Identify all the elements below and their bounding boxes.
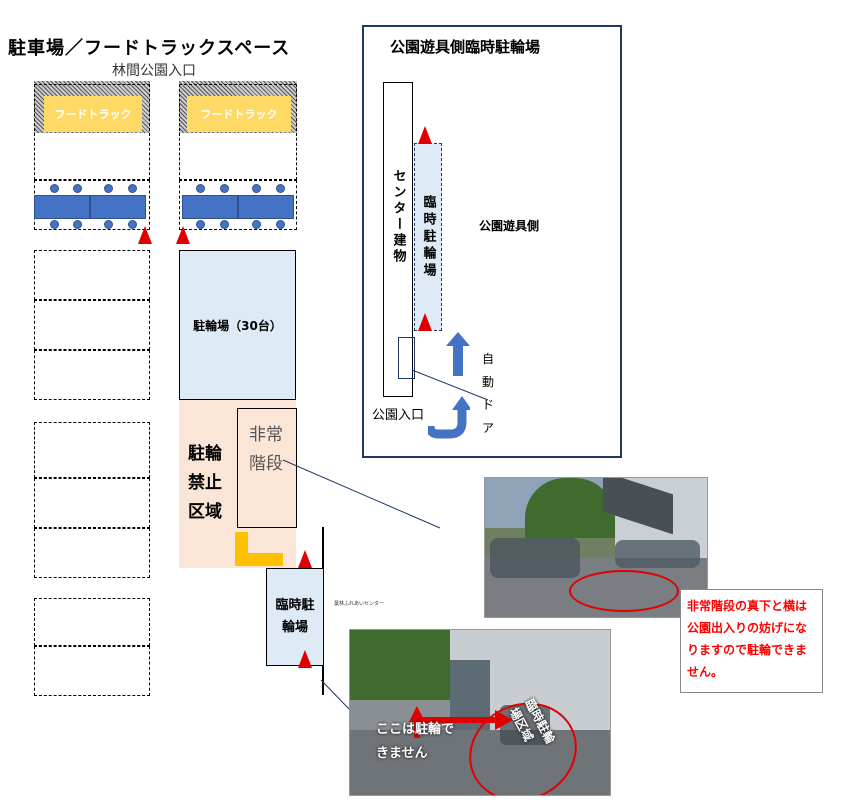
map-title: 駐車場／フードトラックスペース	[8, 38, 291, 59]
chair	[50, 220, 59, 229]
no-parking-label: 駐輪禁止区域	[188, 444, 222, 522]
entrance-marker	[138, 226, 152, 244]
chair	[276, 184, 285, 193]
parking-stall	[179, 84, 297, 180]
arrow-up-icon	[446, 332, 470, 376]
picnic-table	[90, 195, 146, 219]
yellow-l-marker	[235, 553, 283, 566]
picnic-table	[182, 195, 238, 219]
inset-temp-bike-parking-label: 臨時駐輪場	[420, 194, 436, 280]
playground-side-label: 公園遊具側	[479, 219, 540, 233]
photo-emergency-stairs	[484, 477, 708, 618]
picnic-table	[238, 195, 294, 219]
photo-bikes	[615, 540, 700, 568]
auto-door-label: 自動ドア	[482, 352, 495, 435]
chair	[128, 184, 137, 193]
parking-stall	[34, 598, 150, 646]
bike-parking-label: 駐輪場（30台）	[193, 318, 282, 333]
parking-stall	[34, 478, 150, 528]
entrance-marker	[418, 313, 432, 331]
chair	[252, 184, 261, 193]
parking-stall	[34, 84, 150, 180]
inset-frame	[362, 25, 622, 458]
chair	[73, 220, 82, 229]
entrance-marker	[418, 126, 432, 144]
red-arrow-icon	[409, 706, 513, 738]
temp-bike-parking-label: 臨時駐輪場	[275, 598, 315, 635]
forest-park-entrance-label: 林間公園入口	[112, 63, 196, 79]
chair	[196, 184, 205, 193]
entrance-marker	[298, 650, 312, 668]
picnic-table	[34, 195, 90, 219]
chair	[104, 184, 113, 193]
auto-door-box	[398, 337, 415, 379]
bike-parking-area: 駐輪場（30台）	[179, 250, 296, 400]
red-circle-marker	[569, 570, 679, 612]
emergency-stairs-label: 非常階段	[249, 425, 283, 474]
chair	[252, 220, 261, 229]
parking-stall	[34, 250, 150, 300]
center-small-label: 葉林ふれあいセンター	[334, 601, 385, 607]
entrance-marker	[298, 550, 312, 568]
notice-box: 非常階段の真下と横は公園出入りの妨げになりますので駐輪できません。	[680, 589, 823, 693]
food-truck-2: フードトラック	[187, 96, 291, 132]
parking-stall	[34, 350, 150, 400]
parking-stall	[34, 528, 150, 578]
chair	[276, 220, 285, 229]
chair	[220, 184, 229, 193]
parking-stall	[34, 646, 150, 696]
chair	[73, 184, 82, 193]
entrance-marker	[176, 226, 190, 244]
chair	[220, 220, 229, 229]
photo-ground	[350, 730, 610, 795]
chair	[104, 220, 113, 229]
photo-temp-bike-zone: ここは駐輪できません 臨時駐輪場区域	[349, 629, 611, 796]
chair	[196, 220, 205, 229]
parking-stall	[179, 180, 297, 230]
notice-text: 非常階段の真下と横は公園出入りの妨げになりますので駐輪できません。	[687, 599, 808, 679]
parking-stall	[34, 300, 150, 350]
curved-arrow-icon	[428, 396, 470, 439]
temp-bike-parking-area: 臨時駐輪場	[266, 568, 324, 666]
park-entrance-label: 公園入口	[372, 408, 425, 423]
food-truck-1: フードトラック	[44, 96, 142, 132]
parking-stall	[34, 422, 150, 478]
emergency-stairs: 非常階段	[237, 408, 297, 528]
inset-temp-bike-parking: 臨時駐輪場	[414, 143, 442, 331]
photo-bikes	[490, 538, 580, 578]
inset-title: 公園遊具側臨時駐輪場	[390, 38, 541, 56]
cannot-park-label: ここは駐輪できません	[376, 722, 455, 761]
center-building-label: センター建物	[390, 169, 406, 265]
photo-trees	[525, 478, 615, 538]
chair	[128, 220, 137, 229]
chair	[50, 184, 59, 193]
photo-bikes	[500, 705, 550, 745]
